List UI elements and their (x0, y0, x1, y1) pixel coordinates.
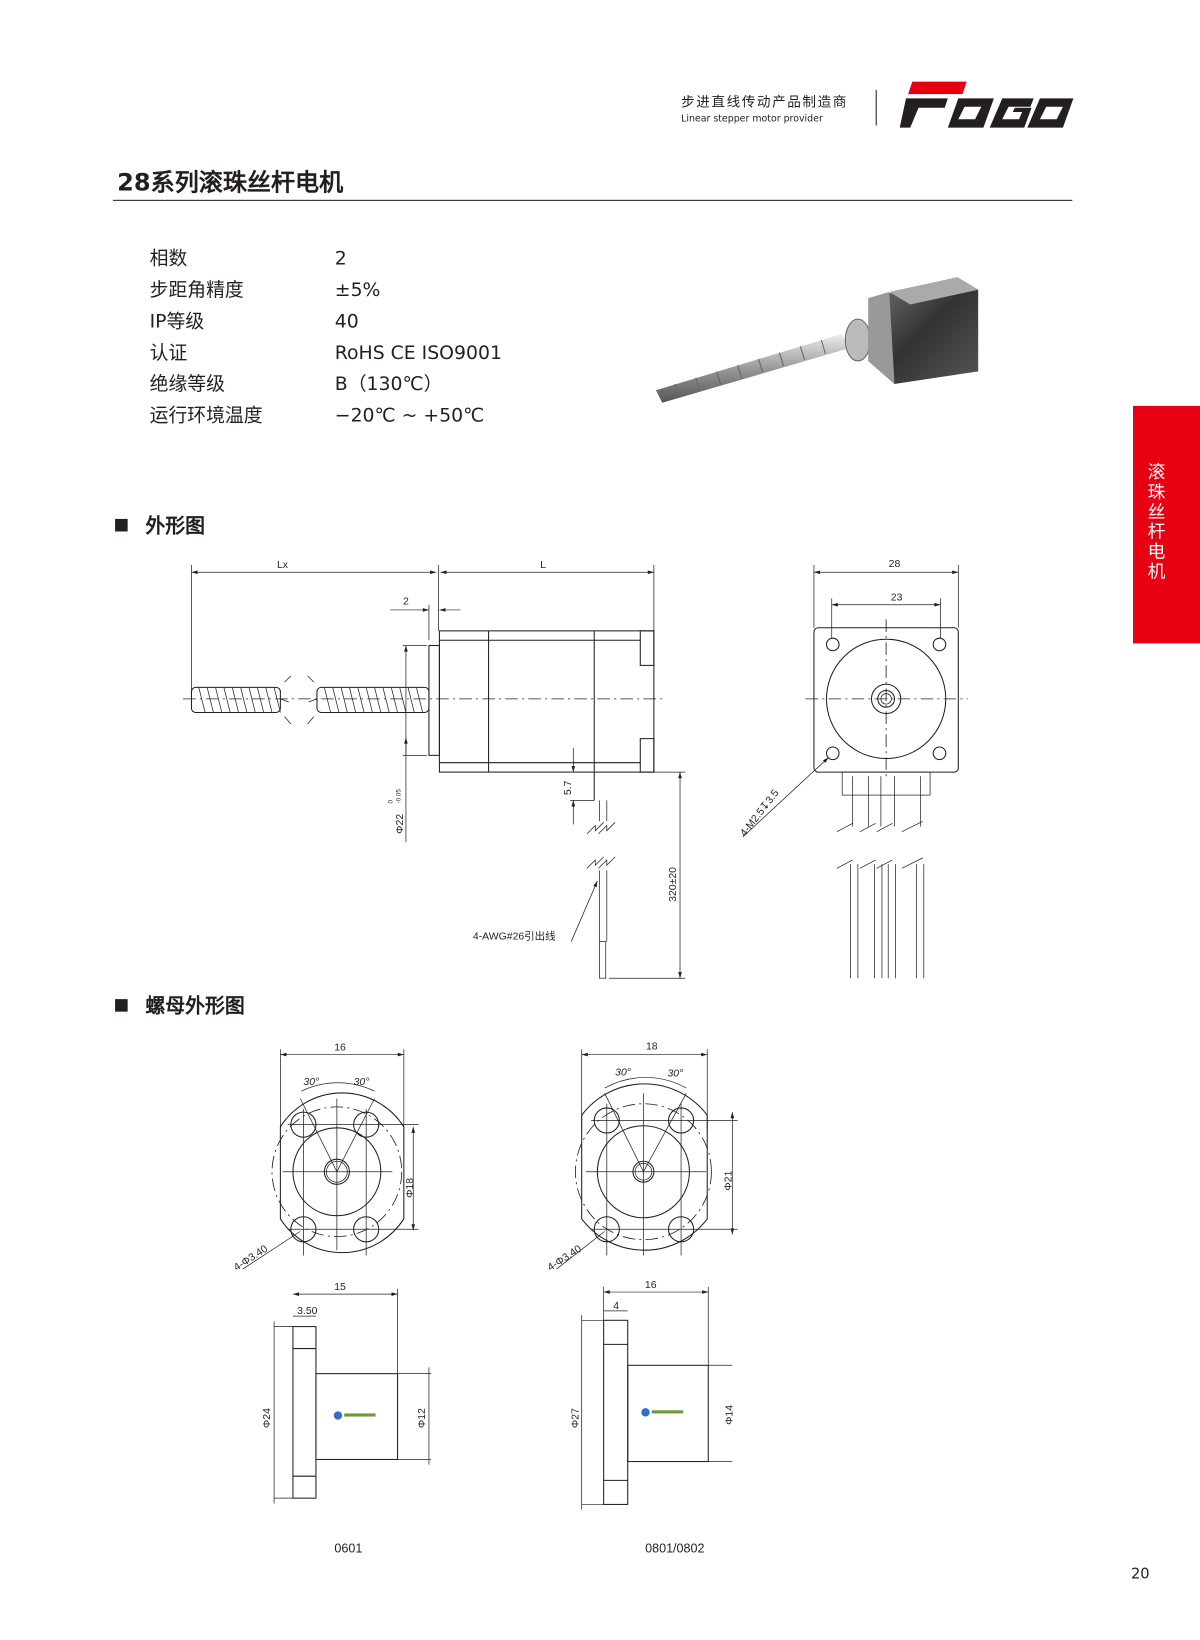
spec-value: 2 (334, 247, 347, 270)
dim-phi22: Φ22 (395, 814, 406, 834)
spec-table: 相数 2 步距角精度 ±5% IP等级 40 认证 RoHS CE ISO9001 绝缘… (150, 244, 502, 432)
bullet-square-icon (115, 998, 128, 1012)
nut-length: 16 (645, 1280, 657, 1291)
title-rule (112, 199, 1073, 201)
nut-flange-diameter: Φ24 (262, 1408, 273, 1428)
spec-row: IP等级 40 (150, 307, 502, 338)
nut-0601-side: 15 3.50 Φ24 Φ12 0601 (262, 1282, 432, 1556)
nut-width: 16 (334, 1042, 346, 1053)
spec-value: 40 (334, 310, 359, 333)
section-heading-nut: 螺母外形图 (115, 991, 245, 1019)
nut-holes: 4-Φ3.40 (232, 1244, 270, 1274)
spec-label: 步距角精度 (149, 279, 244, 302)
fogo-logo (899, 81, 1074, 128)
terminal-block (836, 771, 931, 979)
dim-phi22-tol-lower: -0.05 (396, 789, 403, 804)
spec-label: 认证 (149, 342, 188, 365)
spec-row: 认证 RoHS CE ISO9001 (150, 338, 502, 369)
spec-label: 相数 (149, 247, 188, 270)
section-title: 外形图 (145, 514, 206, 538)
screw-thread (198, 675, 424, 725)
dim-lx: Lx (277, 560, 289, 571)
motor-front-view: 28 23 4-M2.5↧3.5 (739, 559, 968, 979)
nut-pcd: Φ18 (405, 1178, 416, 1198)
motor-photo (655, 277, 979, 403)
category-side-tab: 滚珠丝杆电机 (1133, 405, 1200, 644)
nut-length: 15 (334, 1282, 346, 1293)
nut-holes: 4-Φ3.40 (546, 1244, 584, 1274)
spec-label: 运行环境温度 (149, 404, 263, 427)
spec-value: −20℃ ~ +50℃ (334, 404, 485, 427)
nut-angle-right: 30° (667, 1069, 683, 1080)
page-title: 28系列滚珠丝杆电机 (117, 169, 344, 197)
nut-pcd: Φ21 (723, 1170, 734, 1190)
nut-model-label: 0801/0802 (645, 1542, 704, 1556)
nut-0801-front: 18 30° 30° Φ21 4-Φ3.40 (546, 1041, 738, 1274)
nut-flange-thickness: 3.50 (297, 1306, 318, 1317)
spec-label: 绝缘等级 (149, 373, 225, 396)
spec-value: B（130℃） (334, 373, 443, 396)
spec-row: 运行环境温度 −20℃ ~ +50℃ (150, 401, 502, 432)
side-tab-label: 滚珠丝杆电机 (1147, 462, 1166, 583)
header-divider (875, 89, 877, 126)
nut-flange-diameter: Φ27 (571, 1408, 582, 1428)
tagline-en: Linear stepper motor provider (681, 114, 823, 125)
dim-23: 23 (891, 593, 903, 604)
dim-l: L (540, 560, 546, 571)
spec-label: IP等级 (149, 310, 205, 333)
section-heading-outline: 外形图 (115, 511, 205, 539)
dim-lead-length: 320±20 (668, 867, 679, 902)
nut-body-diameter: Φ12 (417, 1408, 428, 1428)
nut-angle-right: 30° (354, 1077, 370, 1088)
nut-brand-logo (333, 1411, 376, 1420)
spec-row: 相数 2 (150, 244, 502, 275)
nut-body-diameter: Φ14 (724, 1405, 735, 1425)
nut-angle-left: 30° (615, 1067, 631, 1078)
motor-side-view: Lx L 2 Φ22 0 -0.05 (183, 560, 686, 979)
nut-0801-side: 16 4 Φ27 Φ14 0801/0802 (571, 1280, 736, 1556)
nut-model-label: 0601 (334, 1542, 362, 1556)
bullet-square-icon (115, 518, 128, 531)
spec-row: 绝缘等级 B（130℃） (150, 369, 502, 400)
spec-row: 步距角精度 ±5% (150, 275, 502, 306)
dim-phi22-tol-upper: 0 (387, 799, 394, 803)
spec-value: ±5% (334, 279, 381, 302)
dim-5-7: 5.7 (563, 780, 574, 795)
dim-mount-screw: 4-M2.5↧3.5 (739, 788, 782, 839)
nut-brand-logo (641, 1408, 684, 1417)
nut-0601-front: 16 30° 30° Φ18 4-Φ3.40 (232, 1042, 419, 1274)
dim-2: 2 (403, 597, 409, 608)
nut-width: 18 (646, 1041, 658, 1052)
page-number: 20 (1130, 1566, 1150, 1583)
lead-wire-label: 4-AWG#26引出线 (473, 929, 556, 942)
dim-28: 28 (889, 559, 901, 570)
section-title: 螺母外形图 (145, 994, 245, 1018)
nut-angle-left: 30° (303, 1077, 319, 1088)
tagline-cn: 步进直线传动产品制造商 (681, 95, 848, 111)
nut-flange-thickness: 4 (613, 1301, 619, 1312)
lead-wires (586, 800, 616, 979)
spec-value: RoHS CE ISO9001 (334, 342, 502, 365)
